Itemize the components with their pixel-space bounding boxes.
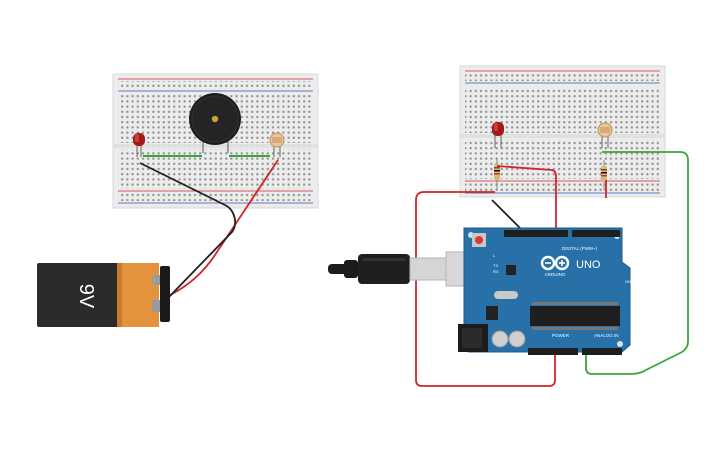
pin-rx-label: RX <box>493 269 499 274</box>
pin-tx-label: TX <box>493 263 498 268</box>
pin-l-label: L <box>493 253 496 258</box>
battery-label: 9V <box>75 284 97 309</box>
arduino-uno-board[interactable]: UNO ARDUINO DIGITAL (PWM~) ANALOG IN POW… <box>458 227 631 355</box>
arduino-model: UNO <box>576 259 601 271</box>
breadboard-right[interactable] <box>459 65 666 198</box>
resistor-icon[interactable] <box>601 160 607 190</box>
infinity-logo-icon <box>540 255 570 271</box>
photoresistor-icon[interactable] <box>269 132 285 157</box>
arduino-brand: ARDUINO <box>545 272 566 277</box>
wire-red-arduino-digital[interactable] <box>496 165 557 232</box>
led-icon[interactable] <box>133 133 145 157</box>
wire-red-battery[interactable] <box>169 159 279 296</box>
power-label: POWER <box>552 333 570 338</box>
wire-green-analog[interactable] <box>585 151 689 375</box>
resistor-icon[interactable] <box>494 158 500 190</box>
wire-black-battery[interactable] <box>139 162 236 299</box>
digital-label: DIGITAL (PWM~) <box>562 246 597 251</box>
photoresistor-icon[interactable] <box>597 122 613 148</box>
wire-black-arduino-gnd[interactable] <box>491 199 523 231</box>
battery-9v[interactable]: 9V <box>37 263 170 327</box>
buzzer-icon[interactable] <box>189 93 241 153</box>
pin-on-label: ON <box>625 279 631 284</box>
analog-label: ANALOG IN <box>594 333 619 338</box>
led-icon[interactable] <box>492 122 504 148</box>
wire-red-arduino-power[interactable] <box>415 191 556 387</box>
